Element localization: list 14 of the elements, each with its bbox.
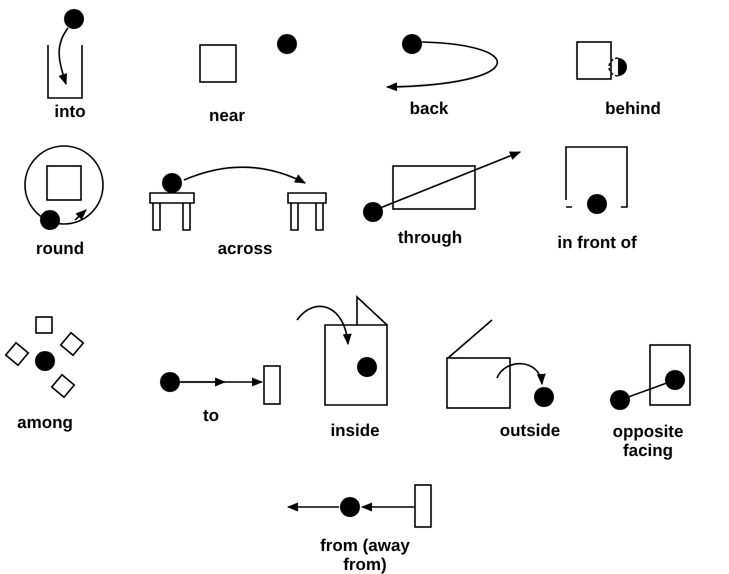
word-label: in front of	[557, 233, 637, 252]
word-label: outside	[500, 421, 560, 440]
word-label: back	[410, 99, 448, 118]
word-label: from (away from)	[319, 536, 411, 574]
word-label: behind	[605, 99, 661, 118]
word-label: through	[398, 228, 462, 247]
word-label: into	[54, 102, 86, 121]
word-label: among	[17, 413, 73, 432]
word-label: opposite facing	[612, 422, 684, 460]
word-label: to	[202, 406, 220, 425]
word-label: round	[36, 239, 84, 258]
word-label: near	[209, 106, 245, 125]
word-label: across	[218, 239, 272, 258]
word-label: inside	[330, 421, 380, 440]
